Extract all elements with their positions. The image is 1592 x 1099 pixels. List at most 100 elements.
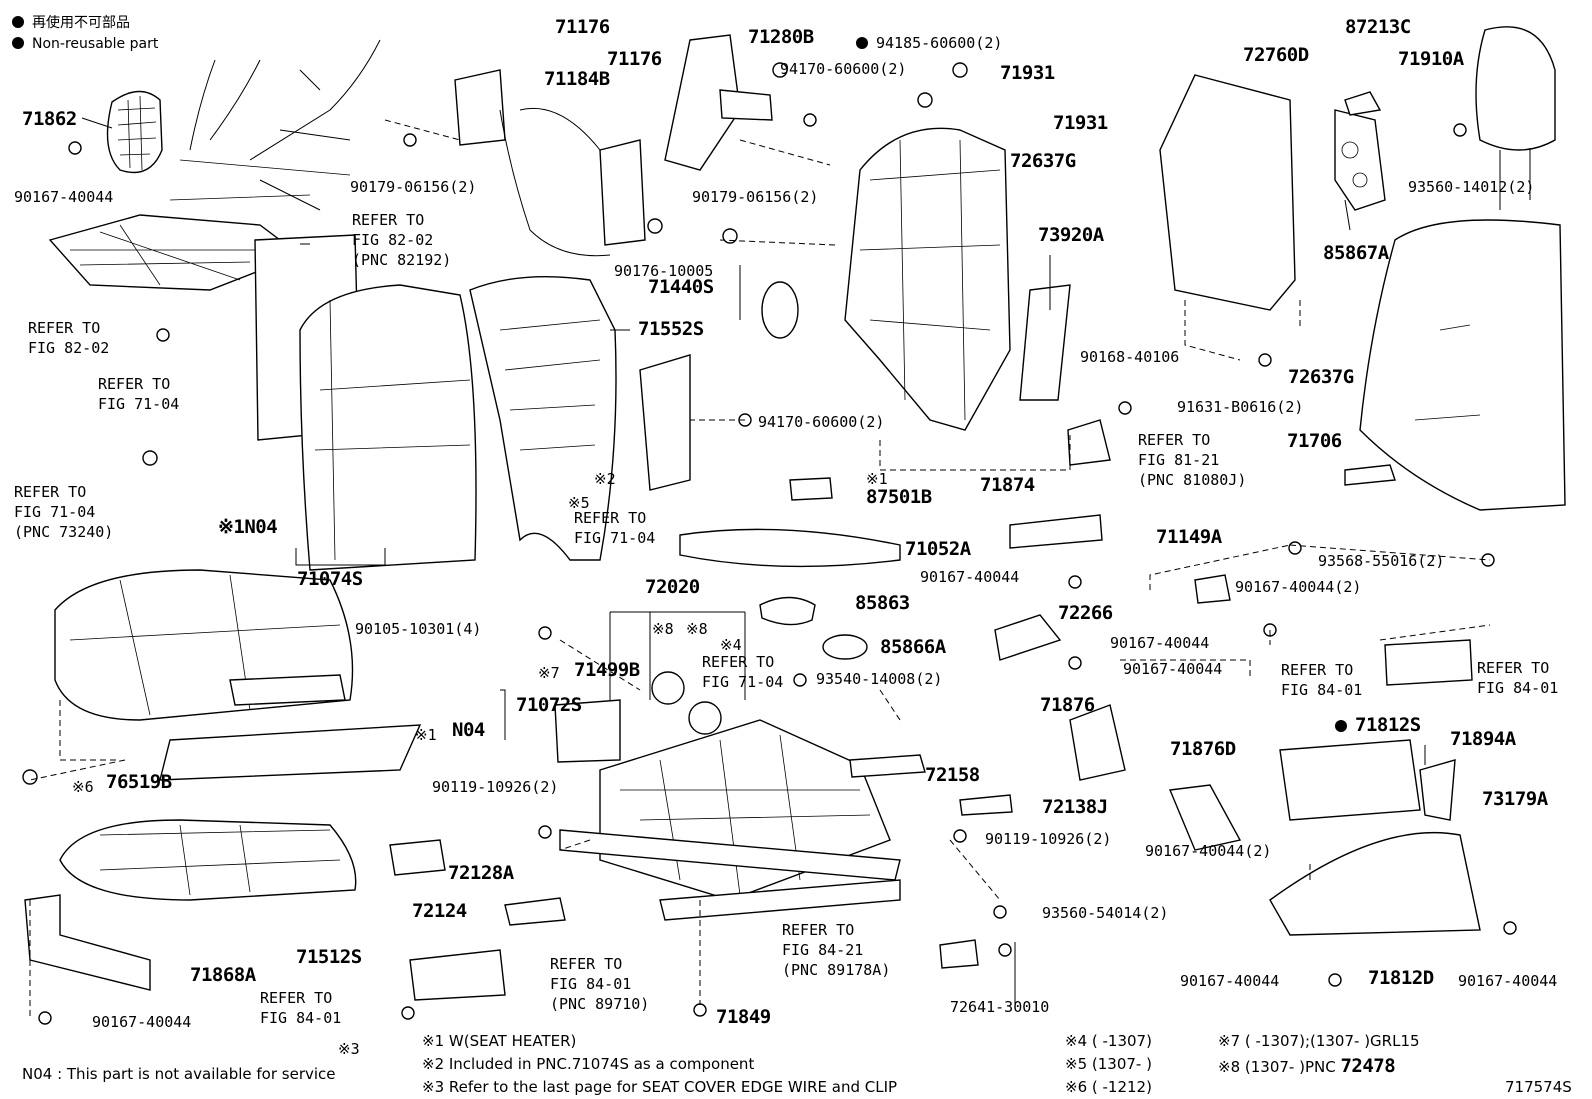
- label-mark7: ※7: [538, 664, 560, 682]
- range-note-8-pnc: 72478: [1340, 1055, 1396, 1077]
- label-71052A: 71052A: [905, 538, 971, 560]
- label-90167-40044-a: 90167-40044: [14, 188, 114, 206]
- label-n04-b: N04: [452, 719, 485, 741]
- range-note-8-text: ※8 (1307- )PNC: [1218, 1058, 1336, 1076]
- heater-71184B-shape: [454, 69, 646, 257]
- refer-fig-84-01-a: REFER TO FIG 84-01: [1281, 661, 1363, 699]
- label-71876D: 71876D: [1170, 738, 1236, 760]
- label-93568-55016: 93568-55016(2): [1318, 552, 1445, 570]
- label-72020: 72020: [645, 576, 700, 598]
- label-72641-30010: 72641-30010: [950, 998, 1050, 1016]
- label-71184B: 71184B: [544, 68, 610, 90]
- label-n04-a: ※1N04: [218, 516, 278, 538]
- part-71862-shape: [106, 90, 163, 174]
- harness-shape: [48, 39, 381, 291]
- label-90119-10926-b: 90119-10926(2): [985, 830, 1112, 848]
- label-76519B: 76519B: [106, 771, 172, 793]
- label-mark3: ※3: [338, 1040, 360, 1058]
- label-71849: 71849: [716, 1006, 771, 1028]
- label-94185-60600: 94185-60600(2): [856, 34, 1002, 52]
- cushion-pad-71512S-shape: [59, 819, 357, 901]
- label-mark1-87501b: ※1: [866, 470, 888, 488]
- refer-fig-71-04-c: REFER TO FIG 71-04: [702, 653, 784, 691]
- label-90167-40044-h: 90167-40044: [1458, 972, 1558, 990]
- label-71931-a: 71931: [1000, 62, 1055, 84]
- label-93540-14008: 93540-14008(2): [816, 670, 943, 688]
- label-87501B: 87501B: [866, 486, 932, 508]
- non-reusable-dot-icon: [12, 16, 24, 28]
- legend-jp: 再使用不可部品: [32, 15, 130, 31]
- panel-71868A-shape: [24, 894, 151, 991]
- label-72138J: 72138J: [1042, 796, 1108, 818]
- label-71440S: 71440S: [648, 276, 714, 298]
- label-71894A: 71894A: [1450, 728, 1516, 750]
- range-note-7: ※7 ( -1307);(1307- )GRL15: [1218, 1032, 1420, 1050]
- seatback-pad-71552S-shape: [469, 275, 617, 561]
- label-71868A: 71868A: [190, 964, 256, 986]
- label-90167-40044-e: 90167-40044: [1123, 660, 1223, 678]
- seatback-cover-71074S-shape: [254, 234, 477, 571]
- label-71149A: 71149A: [1156, 526, 1222, 548]
- fasteners-shape: [22, 62, 1517, 1025]
- refer-fig-84-21: REFER TO FIG 84-21 (PNC 89178A): [782, 921, 891, 979]
- label-71074S: 71074S: [297, 568, 363, 590]
- refer-fig-84-01-b: REFER TO FIG 84-01: [1477, 659, 1559, 697]
- range-note-4: ※4 ( -1307): [1065, 1032, 1152, 1050]
- range-note-8: ※8 (1307- )PNC 72478: [1218, 1055, 1396, 1077]
- label-71931-b: 71931: [1053, 112, 1108, 134]
- label-93560-14012: 93560-14012(2): [1408, 178, 1535, 196]
- label-71812S-text: 71812S: [1355, 714, 1421, 736]
- legend: 再使用不可部品 Non-reusable part: [12, 12, 158, 52]
- footnote-1: ※1 W(SEAT HEATER): [422, 1032, 577, 1050]
- label-90167-40044-d: 90167-40044: [1110, 634, 1210, 652]
- label-71499B: 71499B: [574, 659, 640, 681]
- label-73920A: 73920A: [1038, 224, 1104, 246]
- refer-fig-71-04-b: REFER TO FIG 71-04: [574, 509, 656, 547]
- back-cover-71706-shape: [1344, 219, 1566, 511]
- label-85867A: 85867A: [1323, 242, 1389, 264]
- refer-fig-71-04-pnc: REFER TO FIG 71-04 (PNC 73240): [14, 483, 114, 541]
- label-94185-text: 94185-60600(2): [876, 34, 1003, 52]
- headrest-71910A-shape: [1475, 26, 1556, 210]
- label-85866A: 85866A: [880, 636, 946, 658]
- label-mark5: ※5: [568, 494, 590, 512]
- label-71910A: 71910A: [1398, 48, 1464, 70]
- label-72637G-b: 72637G: [1288, 366, 1354, 388]
- refer-fig-81-21: REFER TO FIG 81-21 (PNC 81080J): [1138, 431, 1247, 489]
- label-72124: 72124: [412, 900, 467, 922]
- label-72266: 72266: [1058, 602, 1113, 624]
- refer-fig-71-04-a: REFER TO FIG 71-04: [98, 375, 180, 413]
- label-71280B: 71280B: [748, 26, 814, 48]
- non-reusable-dot-icon: [1335, 720, 1347, 732]
- label-71862: 71862: [22, 108, 77, 130]
- label-mark2: ※2: [594, 470, 616, 488]
- label-90168-40106: 90168-40106: [1080, 348, 1180, 366]
- label-94170-60600-b: 94170-60600(2): [758, 413, 885, 431]
- label-90179-06156-a: 90179-06156(2): [350, 178, 477, 196]
- leader-lines: [29, 117, 1491, 1020]
- footnote-2: ※2 Included in PNC.71074S as a component: [422, 1055, 755, 1073]
- label-mark6: ※6: [72, 778, 94, 796]
- label-90167-40044-b: 90167-40044: [920, 568, 1020, 586]
- label-72637G-a: 72637G: [1010, 150, 1076, 172]
- label-93560-54014: 93560-54014(2): [1042, 904, 1169, 922]
- label-n04-b-mark: ※1: [415, 726, 437, 744]
- non-reusable-dot-icon: [12, 37, 24, 49]
- label-mark8-a: ※8: [652, 620, 674, 638]
- refer-fig-82-02-pnc: REFER TO FIG 82-02 (PNC 82192): [352, 211, 452, 269]
- label-90167-40044-f: 90167-40044(2): [1145, 842, 1272, 860]
- label-mark4: ※4: [720, 636, 742, 654]
- refer-fig-82-02: REFER TO FIG 82-02: [28, 319, 110, 357]
- label-90179-06156-b: 90179-06156(2): [692, 188, 819, 206]
- label-72158: 72158: [925, 764, 980, 786]
- mid-components-shape: [389, 91, 1481, 1001]
- pad-73920A-shape: [1019, 284, 1071, 401]
- label-90167-40044-i: 90167-40044: [92, 1013, 192, 1031]
- bracket-71280B-shape: [664, 34, 773, 171]
- range-note-6: ※6 ( -1212): [1065, 1078, 1152, 1096]
- label-71706: 71706: [1287, 430, 1342, 452]
- label-85863: 85863: [855, 592, 910, 614]
- refer-fig-84-01-c: REFER TO FIG 84-01: [260, 989, 342, 1027]
- label-71812D: 71812D: [1368, 967, 1434, 989]
